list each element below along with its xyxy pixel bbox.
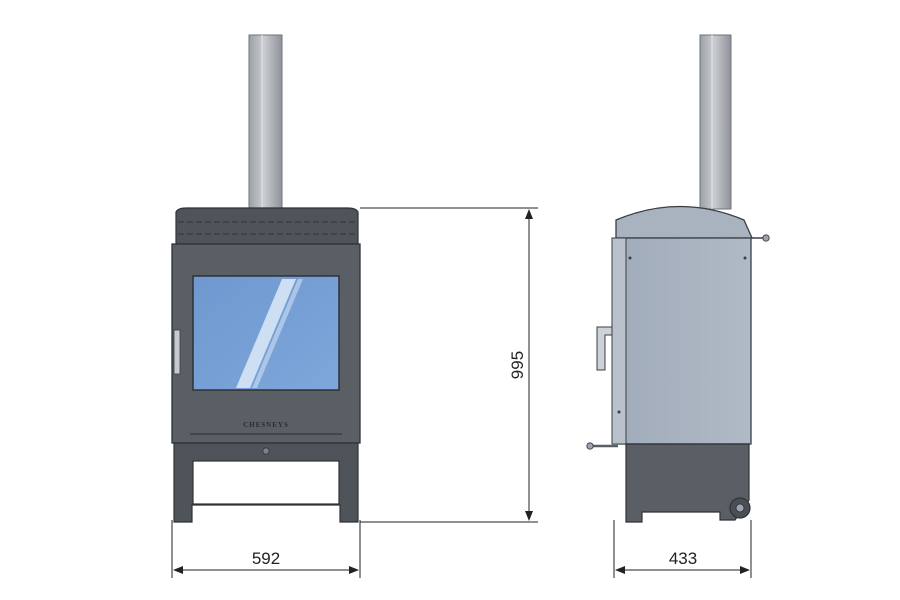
side-door-handle bbox=[596, 326, 613, 371]
front-air-control bbox=[262, 447, 270, 455]
front-view: CHESNEYS bbox=[171, 34, 361, 523]
side-body-panel bbox=[617, 237, 752, 445]
front-flue-pipe bbox=[248, 34, 283, 210]
glass-reflection bbox=[236, 279, 296, 388]
side-flue-pipe bbox=[699, 34, 732, 210]
side-door-edge bbox=[611, 237, 627, 445]
front-log-store-opening bbox=[192, 460, 340, 505]
side-arched-top bbox=[615, 205, 754, 239]
depth-dimension-label: 433 bbox=[669, 549, 697, 568]
side-view bbox=[586, 34, 770, 523]
dimension-lines bbox=[171, 207, 752, 578]
brand-logo: CHESNEYS bbox=[243, 421, 289, 429]
side-air-control-knob bbox=[586, 442, 594, 450]
width-dimension-label: 592 bbox=[252, 549, 280, 568]
front-top-cap bbox=[175, 207, 359, 245]
height-dimension-label: 995 bbox=[508, 351, 527, 379]
side-top-knob bbox=[762, 234, 770, 242]
front-door-handle bbox=[173, 329, 181, 375]
